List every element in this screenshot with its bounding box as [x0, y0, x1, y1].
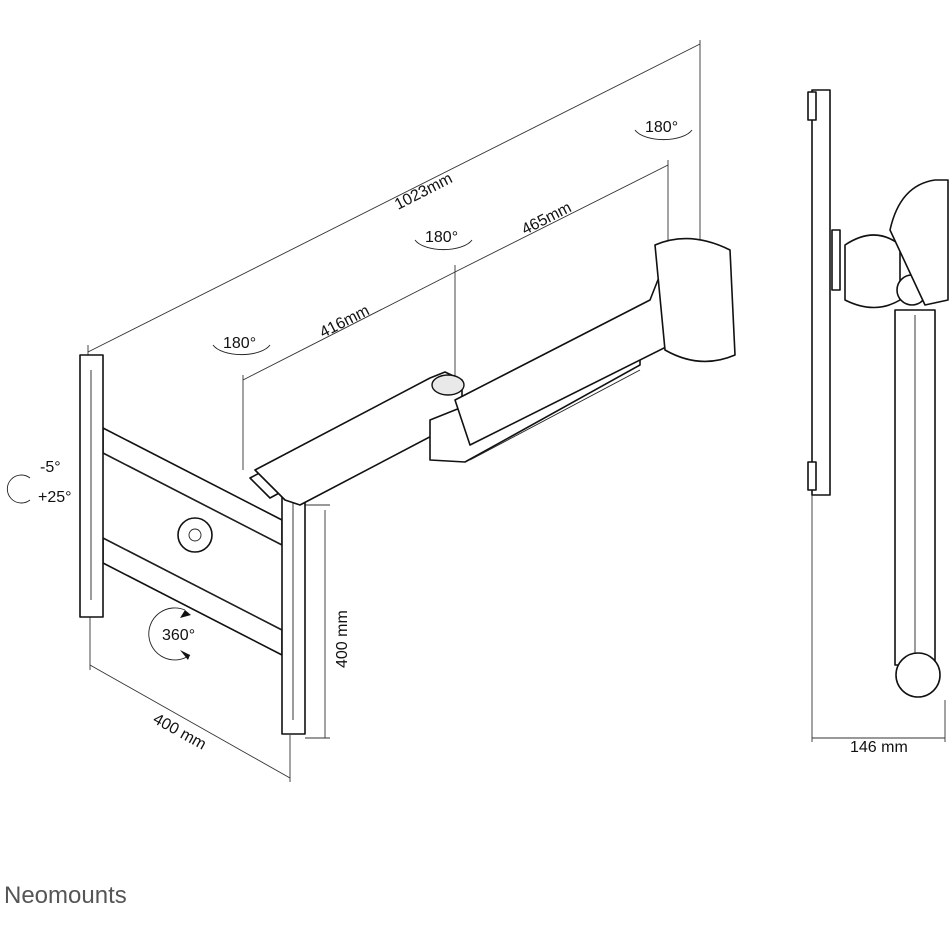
label-arm-inner-length: 416mm: [317, 302, 372, 341]
side-view: [807, 89, 949, 698]
label-rotation-screen: 360°: [162, 627, 195, 644]
vesa-plate: [79, 354, 306, 735]
rotation-arc-middle: [414, 239, 473, 251]
brand-logo: Neomounts: [4, 882, 127, 909]
label-arm-outer-length: 465mm: [519, 199, 574, 238]
label-tilt-down: +25°: [38, 489, 72, 506]
rotation-arc-screen: [148, 607, 191, 661]
swing-arm: [249, 237, 736, 506]
label-rotation-plate: 180°: [223, 335, 256, 352]
plate-bar-right: [281, 471, 306, 735]
label-wall-depth: 146 mm: [850, 739, 908, 756]
label-plate-width: 400 mm: [150, 711, 209, 754]
label-plate-height: 400 mm: [334, 610, 351, 668]
plate-bar-left: [79, 354, 104, 618]
label-rotation-wall: 180°: [645, 119, 678, 136]
tilt-arc: [6, 474, 31, 504]
dimension-lines: [87, 40, 946, 782]
rotation-arrows: [6, 129, 693, 661]
label-rotation-middle: 180°: [425, 229, 458, 246]
side-plate: [811, 89, 831, 496]
label-overall-length: 1023mm: [392, 170, 455, 213]
rotation-arc-wall: [634, 129, 693, 141]
label-tilt-up: -5°: [40, 459, 61, 476]
rotation-arc-plate: [212, 344, 271, 356]
